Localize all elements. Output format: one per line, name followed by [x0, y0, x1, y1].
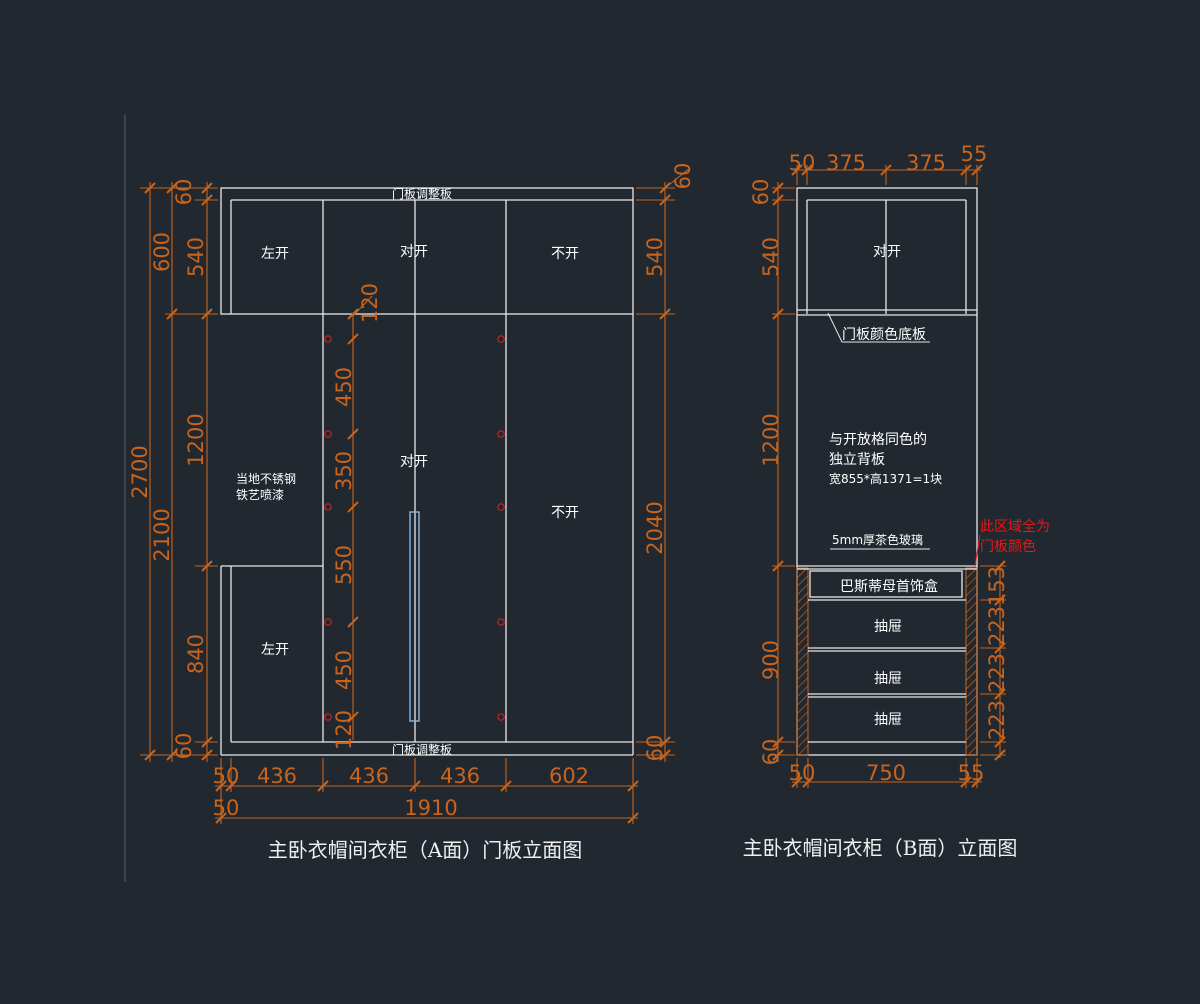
door-label-bottom-left: 左开	[261, 642, 289, 658]
side-dim-153: 153	[985, 566, 1009, 606]
dim-width-602: 602	[549, 764, 589, 788]
hinge-hole	[497, 713, 505, 721]
upper-cabinet-outline	[220, 187, 634, 315]
red-note-line-1: 此区域全为	[980, 518, 1050, 535]
side-dim-60: 60	[749, 179, 773, 206]
hinge-hole	[324, 335, 332, 343]
dim-upper-height: 600	[150, 232, 174, 272]
door-handle	[409, 511, 420, 722]
dim-total-width: 1910	[404, 796, 457, 820]
side-cabinet-outline	[796, 187, 978, 756]
side-dim-1200: 1200	[759, 413, 783, 466]
drawer-1-label: 抽屉	[874, 619, 902, 635]
dim-lower-height: 2100	[150, 508, 174, 561]
hinge-hole	[497, 618, 505, 626]
bottom-board-label: 门板颜色底板	[842, 326, 926, 343]
drawer-2-label: 抽屉	[874, 671, 902, 687]
front-view-title: 主卧衣帽间衣柜（A面）门板立面图	[268, 838, 582, 862]
side-bottom-dim-55: 55	[958, 761, 985, 785]
side-top-dim-50: 50	[789, 151, 816, 175]
front-bottom-dimensions: 50 436 436 436 602 50 1910	[213, 758, 639, 824]
dim-hole-450-bottom: 450	[332, 650, 356, 690]
door-label-right: 不开	[551, 505, 579, 521]
side-dim-900: 900	[759, 640, 783, 680]
side-top-dimensions: 50 375 375 55	[789, 142, 988, 185]
glass-label: 5mm厚茶色玻璃	[832, 532, 923, 547]
dim-top-60: 60	[172, 179, 196, 206]
side-dim-223-1: 223	[985, 606, 1009, 646]
red-note-line-2: 门板颜色	[980, 538, 1036, 555]
dim-hole-350: 350	[332, 451, 356, 491]
dim-1200: 1200	[184, 413, 208, 466]
hinge-hole	[324, 503, 332, 511]
hinge-holes	[324, 335, 505, 721]
dim-width-436-3: 436	[440, 764, 480, 788]
side-left-hatch	[796, 567, 809, 756]
dim-width-436-1: 436	[257, 764, 297, 788]
hinge-hole	[324, 713, 332, 721]
dim-hole-120-top: 120	[358, 283, 382, 323]
dim-840: 840	[184, 634, 208, 674]
dim-hole-120-bottom: 120	[332, 710, 356, 750]
dim-total-height: 2700	[128, 445, 152, 498]
door-label-mid: 对开	[400, 454, 428, 470]
side-elevation: 对开 门板颜色底板 与开放格同色的 独立背板 宽855*高1371=1块 5mm…	[743, 142, 1050, 860]
hinge-hole	[324, 618, 332, 626]
back-panel-note-3: 宽855*高1371=1块	[829, 471, 942, 486]
dim-540: 540	[184, 237, 208, 277]
dim-width-50: 50	[213, 764, 240, 788]
drawer-3-label: 抽屉	[874, 712, 902, 728]
back-panel-note-2: 独立背板	[829, 452, 885, 468]
hinge-hole	[497, 430, 505, 438]
jewelry-box	[809, 570, 963, 598]
dim-width-436-2: 436	[349, 764, 389, 788]
front-elevation: 门板调整板 左开 对开 不开 当地不锈钢 铁艺喷漆 对开 不开 左开 门板调整板	[128, 163, 695, 862]
side-view-title: 主卧衣帽间衣柜（B面）立面图	[743, 836, 1018, 860]
side-left-dimensions: 60 540 1200 900 60	[749, 179, 795, 766]
side-right-dimensions: 153 223 223 223	[980, 560, 1009, 761]
dim-hole-450-top: 450	[332, 367, 356, 407]
bottom-adjust-board-label: 门板调整板	[392, 742, 452, 757]
jewelry-box-label: 巴斯蒂母首饰盒	[840, 578, 938, 595]
hinge-hole	[324, 430, 332, 438]
side-dim-223-2: 223	[985, 653, 1009, 693]
side-bottom-dim-750: 750	[866, 761, 906, 785]
front-left-dimensions: 2700 600 2100 60 540 1200 840 60	[128, 179, 218, 762]
door-label-top-mid: 对开	[400, 244, 428, 260]
open-area-note-2: 铁艺喷漆	[236, 488, 284, 502]
side-door-top-label: 对开	[873, 244, 901, 260]
top-adjust-board-label: 门板调整板	[392, 186, 452, 201]
side-top-dim-375-2: 375	[906, 151, 946, 175]
side-bottom-dimensions: 50 750 55	[789, 758, 985, 788]
hinge-hole	[497, 503, 505, 511]
dim-hole-550: 550	[332, 545, 356, 585]
side-dim-540: 540	[759, 237, 783, 277]
door-label-top-right: 不开	[551, 246, 579, 262]
side-dim-60-bottom: 60	[759, 739, 783, 766]
door-label-top-left: 左开	[261, 246, 289, 262]
bottom-board-leader	[827, 312, 843, 343]
hinge-spacing-dimensions: 120 450 350 550 450 120	[332, 283, 382, 750]
dim-right-bottom-60: 60	[643, 735, 667, 762]
side-top-dim-55: 55	[961, 142, 988, 166]
back-panel-note-1: 与开放格同色的	[829, 431, 927, 448]
open-area-note-1: 当地不锈钢	[236, 472, 296, 486]
front-right-dimensions: 60 540 2040 60	[636, 163, 695, 762]
side-right-hatch	[965, 567, 978, 756]
hinge-hole	[497, 335, 505, 343]
side-bottom-dim-50: 50	[789, 761, 816, 785]
dim-right-60: 60	[671, 163, 695, 190]
dim-right-540: 540	[643, 237, 667, 277]
dim-total-width-50: 50	[213, 796, 240, 820]
side-dim-223-3: 223	[985, 700, 1009, 740]
red-note-leader	[974, 534, 981, 567]
dim-bottom-60: 60	[172, 733, 196, 760]
side-top-dim-375-1: 375	[826, 151, 866, 175]
dim-right-2040: 2040	[643, 501, 667, 554]
